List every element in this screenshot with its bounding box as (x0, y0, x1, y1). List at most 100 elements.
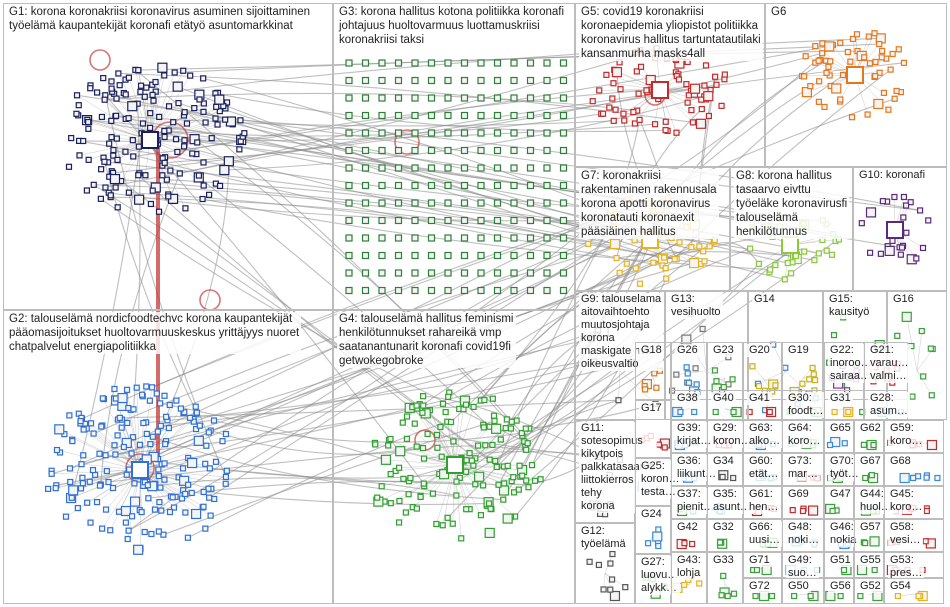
node (543, 111, 551, 120)
node (87, 85, 94, 92)
node (698, 105, 705, 113)
node (481, 396, 488, 404)
group-box-g4: G4: talouselämä hallitus feminismi henki… (333, 310, 575, 604)
node (685, 92, 692, 99)
node (922, 538, 929, 545)
node (85, 156, 92, 163)
node (161, 392, 168, 399)
group-box-g46: G46: nokia (824, 519, 859, 552)
node (394, 129, 403, 137)
node (427, 286, 436, 295)
group-label-g49: G49: suo… (786, 554, 819, 580)
node (394, 216, 403, 225)
node (663, 275, 670, 282)
node (394, 146, 403, 155)
node (378, 286, 386, 295)
edge (136, 387, 141, 471)
group-label-g72: G72 (747, 580, 772, 593)
node (683, 81, 690, 88)
node (609, 238, 621, 250)
node (897, 251, 904, 258)
edge (177, 86, 785, 280)
group-box-g65: G65 (824, 420, 854, 453)
node (477, 234, 485, 242)
node (196, 422, 203, 429)
edge (706, 357, 729, 372)
node (559, 181, 568, 190)
node (810, 371, 817, 378)
node (493, 234, 502, 242)
node (200, 182, 207, 189)
node (378, 216, 386, 225)
node (884, 245, 895, 257)
node (889, 50, 896, 58)
node (427, 251, 436, 260)
node (147, 441, 154, 448)
node (112, 184, 119, 191)
node (862, 474, 869, 482)
node (130, 406, 137, 413)
edge (456, 248, 792, 483)
node (152, 88, 159, 95)
node (816, 78, 823, 85)
node (199, 195, 206, 203)
edge (213, 419, 522, 443)
node (200, 159, 207, 166)
edge (120, 180, 514, 478)
group-box-g44: G44: huol… (854, 486, 894, 519)
node (559, 146, 568, 155)
group-box-g58: G58: vesi… (884, 519, 944, 552)
edge (115, 400, 141, 471)
node (456, 474, 463, 481)
group-label-g30: G30: foodt… (786, 392, 826, 418)
node (721, 71, 728, 78)
node (115, 508, 123, 515)
group-box-g61: G61: hen… (743, 486, 782, 519)
edge (139, 469, 211, 516)
node (394, 164, 403, 172)
node (345, 269, 353, 277)
edge (126, 389, 141, 471)
node (872, 73, 879, 80)
node (460, 129, 469, 137)
node (155, 528, 162, 535)
group-label-g25: G25: koron… testa… (639, 460, 682, 499)
edge (104, 161, 815, 261)
group-box-g67: G67 (854, 453, 884, 486)
node (102, 452, 109, 459)
group-label-g70: G70: työt… (828, 455, 861, 481)
self-loop (89, 49, 111, 71)
node (361, 181, 370, 190)
node (394, 94, 403, 102)
node (437, 423, 444, 431)
node (85, 118, 92, 126)
edge (133, 45, 830, 157)
group-box-g66: G66: uusi… (743, 519, 783, 552)
node (866, 249, 874, 256)
group-label-g26: G26 (675, 344, 700, 357)
node (419, 409, 426, 416)
node (54, 424, 65, 435)
node (585, 240, 592, 247)
node (102, 506, 110, 513)
node (477, 59, 485, 67)
node (477, 512, 485, 519)
group-box-g43: G43: lohja (671, 552, 707, 604)
group-label-g56: G56 (828, 580, 853, 593)
group-label-g27: G27: luovu… alykk… (639, 556, 681, 595)
node (136, 441, 143, 448)
node (701, 82, 708, 89)
node (120, 443, 127, 451)
group-label-g33: G33 (711, 554, 736, 567)
group-label-g31: G31 (828, 392, 853, 405)
node (444, 111, 452, 120)
node (394, 199, 403, 207)
node (208, 135, 215, 142)
edge (81, 418, 141, 471)
node (140, 419, 147, 427)
node (396, 497, 403, 505)
node (149, 91, 156, 98)
node (66, 465, 74, 472)
node (894, 592, 902, 600)
node (241, 130, 248, 137)
